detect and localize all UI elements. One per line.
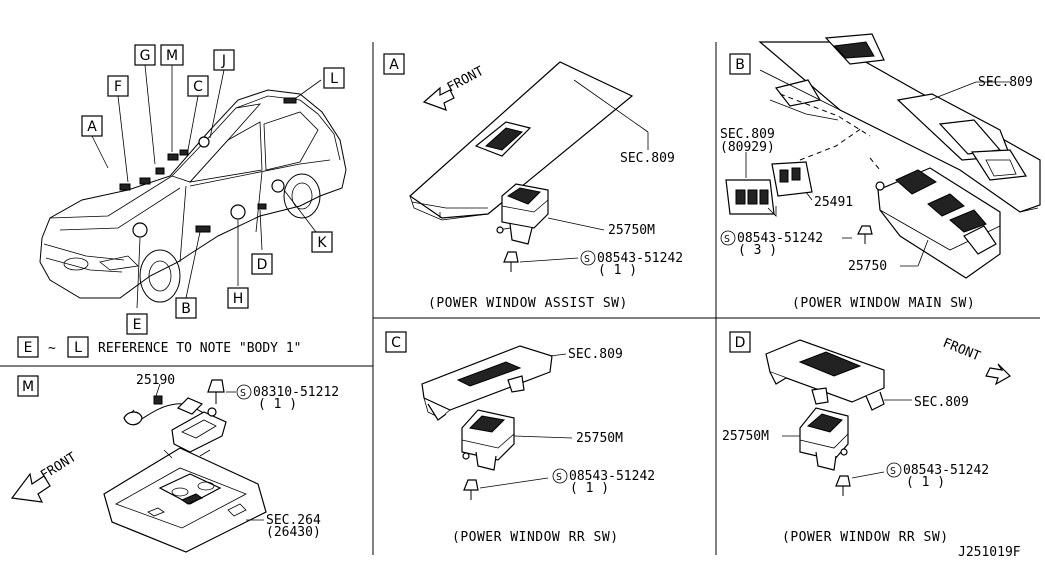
- svg-text:H: H: [233, 291, 244, 307]
- overview-leaders: [91, 64, 322, 309]
- svg-text:A: A: [389, 57, 399, 73]
- panel-dividers: [0, 42, 1040, 555]
- svg-text:FRONT: FRONT: [941, 336, 983, 365]
- callout-M: M: [160, 44, 184, 66]
- svg-text:L: L: [330, 71, 338, 87]
- callout-D: D: [251, 253, 273, 275]
- svg-text:M: M: [166, 48, 178, 64]
- svg-text:S: S: [890, 466, 896, 477]
- callout-C: C: [187, 75, 209, 97]
- svg-text:K: K: [317, 235, 327, 251]
- svg-text:M: M: [22, 379, 34, 395]
- callout-G: G: [134, 44, 156, 66]
- svg-text:SEC.809: SEC.809: [720, 127, 775, 142]
- svg-text:D: D: [257, 257, 268, 273]
- front-arrow-icon: FRONT: [941, 336, 1011, 386]
- svg-text:08543-51242: 08543-51242: [903, 463, 989, 478]
- callout-B: B: [175, 297, 197, 319]
- svg-text:08543-51242: 08543-51242: [737, 231, 823, 246]
- svg-text:25190: 25190: [136, 373, 175, 388]
- svg-text:(26430): (26430): [266, 525, 321, 540]
- callout-E: E: [126, 313, 148, 335]
- svg-text:( 1 ): ( 1 ): [570, 481, 609, 496]
- callout-F: F: [107, 75, 129, 97]
- svg-text:FRONT: FRONT: [38, 450, 79, 484]
- callout-K: K: [311, 231, 333, 253]
- panel-a: A FRONT SEC.809 25750M S 08543-5124: [383, 53, 683, 311]
- svg-text:C: C: [391, 335, 401, 351]
- svg-text:SEC.809: SEC.809: [978, 75, 1033, 90]
- callout-L: L: [323, 67, 345, 89]
- svg-text:A: A: [87, 119, 97, 135]
- front-arrow-icon: FRONT: [422, 64, 487, 111]
- panel-b: B: [720, 33, 1041, 311]
- svg-text:(POWER WINDOW MAIN SW): (POWER WINDOW MAIN SW): [792, 296, 975, 311]
- svg-text:SEC.809: SEC.809: [620, 151, 675, 166]
- svg-text:25750M: 25750M: [608, 223, 655, 238]
- svg-text:08543-51242: 08543-51242: [569, 469, 655, 484]
- front-arrow-icon: FRONT: [10, 450, 79, 503]
- callout-J: J: [213, 49, 235, 71]
- callout-A: A: [81, 115, 103, 137]
- svg-text:( 1 ): ( 1 ): [598, 263, 637, 278]
- svg-text:(80929): (80929): [720, 140, 775, 155]
- svg-text:S: S: [584, 254, 590, 265]
- svg-text:(POWER WINDOW RR SW): (POWER WINDOW RR SW): [452, 530, 619, 545]
- reference-note: E ~ L REFERENCE TO NOTE "BODY 1": [17, 336, 302, 358]
- svg-text:SEC.809: SEC.809: [568, 347, 623, 362]
- svg-text:S: S: [556, 472, 562, 483]
- svg-text:(POWER WINDOW RR SW): (POWER WINDOW RR SW): [782, 530, 949, 545]
- svg-text:L: L: [74, 340, 82, 356]
- svg-text:25491: 25491: [814, 195, 853, 210]
- svg-text:~: ~: [48, 341, 56, 356]
- panel-c: C SEC.809 25750M S 08543-51242 ( 1 ) (PO…: [385, 331, 655, 545]
- svg-text:G: G: [140, 48, 151, 64]
- svg-text:( 3 ): ( 3 ): [738, 243, 777, 258]
- svg-text:J: J: [221, 53, 226, 69]
- callout-H: H: [227, 287, 249, 309]
- svg-text:FRONT: FRONT: [445, 64, 487, 96]
- svg-text:E: E: [24, 340, 33, 356]
- svg-text:REFERENCE TO NOTE "BODY 1": REFERENCE TO NOTE "BODY 1": [98, 341, 302, 356]
- diagram-id: J251019F: [958, 545, 1021, 560]
- svg-text:S: S: [724, 234, 730, 245]
- svg-text:( 1 ): ( 1 ): [258, 397, 297, 412]
- svg-text:SEC.809: SEC.809: [914, 395, 969, 410]
- svg-text:25750M: 25750M: [722, 429, 769, 444]
- svg-text:E: E: [133, 317, 142, 333]
- svg-text:SEC.264: SEC.264: [266, 513, 321, 528]
- svg-text:B: B: [181, 301, 191, 317]
- svg-text:C: C: [193, 79, 203, 95]
- panel-d: D FRONT SEC.809 25750M S 08543-51242 ( 1…: [722, 331, 1011, 545]
- panel-m: M FRONT 25190: [10, 373, 339, 553]
- svg-text:B: B: [735, 57, 745, 73]
- svg-text:25750M: 25750M: [576, 431, 623, 446]
- svg-text:08543-51242: 08543-51242: [597, 251, 683, 266]
- svg-text:25750: 25750: [848, 259, 887, 274]
- svg-text:F: F: [114, 79, 122, 95]
- car-illustration: [39, 89, 347, 303]
- svg-text:( 1 ): ( 1 ): [906, 475, 945, 490]
- svg-text:08310-51212: 08310-51212: [253, 385, 339, 400]
- svg-text:D: D: [735, 335, 746, 351]
- svg-text:S: S: [240, 388, 246, 399]
- svg-text:(POWER WINDOW ASSIST SW): (POWER WINDOW ASSIST SW): [428, 296, 628, 311]
